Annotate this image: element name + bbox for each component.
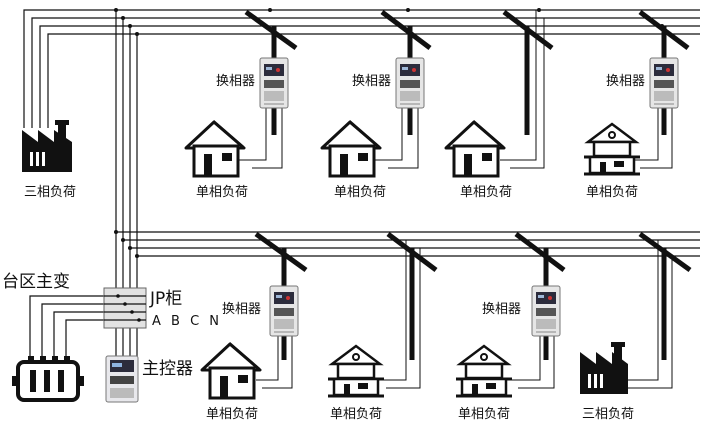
- villa-house-icon: [582, 122, 642, 176]
- phase-switcher-device: [649, 57, 679, 109]
- junction-dots: [114, 8, 664, 258]
- single-phase-house-icon: [200, 340, 262, 400]
- single-phase-load-label: 单相负荷: [206, 407, 258, 422]
- transformer-label: 台区主变: [2, 272, 70, 292]
- top-drop-wires: [238, 10, 673, 169]
- main-controller-device: [105, 355, 139, 403]
- bottom-poles: [254, 231, 692, 360]
- trunk-lines: [115, 10, 138, 400]
- single-phase-load-label: 单相负荷: [334, 185, 386, 200]
- villa-house-icon: [326, 344, 386, 398]
- transformer-icon: [12, 295, 104, 402]
- factory-icon: [580, 342, 628, 394]
- single-phase-load-label: 单相负荷: [460, 185, 512, 200]
- single-phase-load-label: 单相负荷: [196, 185, 248, 200]
- single-phase-house-icon: [320, 118, 382, 178]
- top-poles: [244, 9, 690, 135]
- phase-switcher-label: 换相器: [482, 302, 521, 317]
- phase-switcher-label: 换相器: [222, 302, 261, 317]
- single-phase-load-label: 单相负荷: [458, 407, 510, 422]
- single-phase-house-icon: [184, 118, 246, 178]
- bottom-drop-wires: [256, 240, 673, 389]
- factory-icon: [22, 120, 72, 172]
- abcn-label: A B C N: [152, 314, 222, 329]
- phase-switcher-label: 换相器: [606, 74, 645, 89]
- bottom-bus-lines: [116, 231, 700, 257]
- single-phase-house-icon: [444, 118, 506, 178]
- top-bus-lines: [23, 9, 700, 128]
- jp-cabinet-icon: [103, 287, 147, 329]
- phase-switcher-device: [259, 57, 289, 109]
- jp-cabinet-label: JP柜: [149, 289, 182, 309]
- three-phase-load-label: 三相负荷: [582, 407, 634, 422]
- single-phase-load-label: 单相负荷: [330, 407, 382, 422]
- three-phase-load-label: 三相负荷: [24, 185, 76, 200]
- single-phase-load-label: 单相负荷: [586, 185, 638, 200]
- phase-switcher-device: [269, 285, 299, 337]
- main-controller-label: 主控器: [142, 359, 193, 379]
- villa-house-icon: [454, 344, 514, 398]
- phase-switcher-device: [531, 285, 561, 337]
- phase-switcher-label: 换相器: [216, 74, 255, 89]
- phase-switcher-label: 换相器: [352, 74, 391, 89]
- phase-switcher-device: [395, 57, 425, 109]
